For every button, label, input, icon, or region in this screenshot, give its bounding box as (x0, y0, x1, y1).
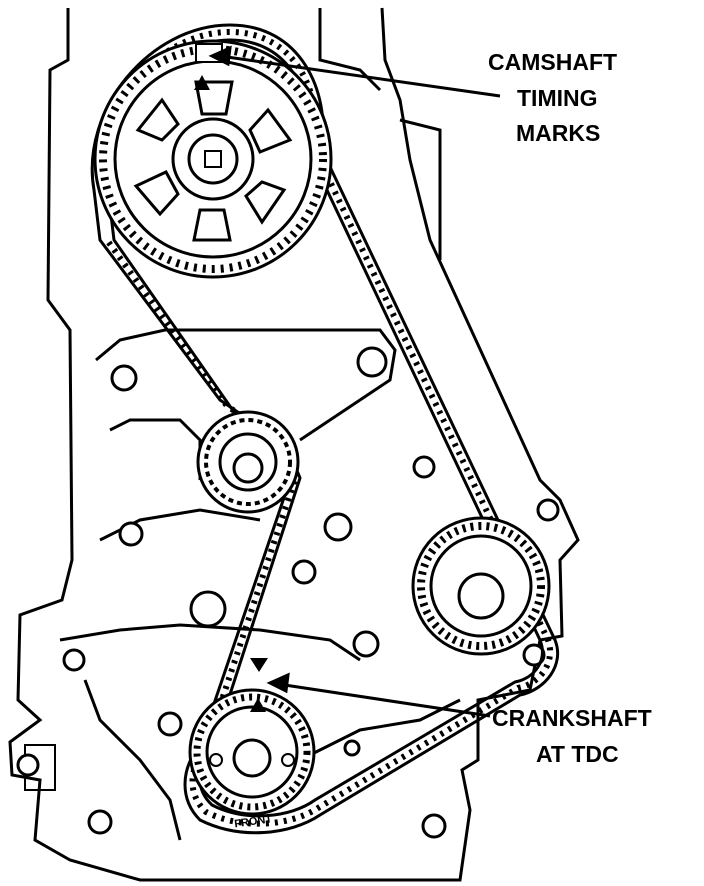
camshaft-timing-mark-icon (194, 75, 210, 90)
crankshaft-label-line1: CRANKSHAFT (492, 705, 652, 731)
crankshaft-timing-mark-icon (250, 698, 266, 712)
tensioner-pulley (196, 410, 300, 514)
intermediate-sprocket (411, 516, 551, 656)
camshaft-sprocket (93, 39, 333, 279)
leader-lines (208, 45, 501, 718)
front-mark: FRONT (234, 813, 273, 830)
camshaft-label-line1: CAMSHAFT (488, 49, 617, 75)
block-timing-mark-icon (250, 658, 268, 672)
crankshaft-sprocket: FRONT (188, 658, 316, 830)
crankshaft-label-line2: AT TDC (536, 741, 619, 767)
camshaft-label-line3: MARKS (516, 120, 600, 146)
camshaft-label-line2: TIMING (517, 85, 598, 111)
